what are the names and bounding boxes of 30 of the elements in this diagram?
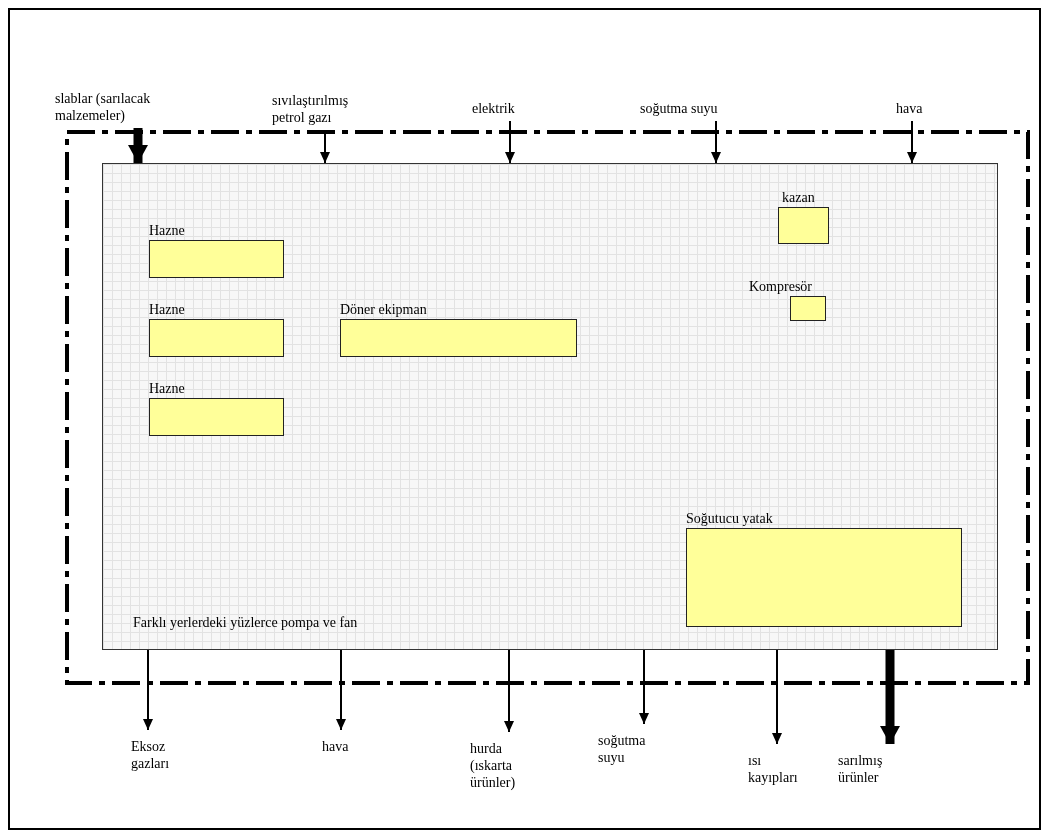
flow-label: sıvılaştırılmış petrol gazı — [272, 92, 382, 126]
plant-area — [102, 163, 998, 650]
arrow — [639, 649, 649, 725]
rotary-equipment-label: Döner ekipman — [340, 302, 427, 318]
arrow — [711, 120, 721, 164]
flow-label: sarılmış ürünler — [838, 752, 918, 786]
flow-label: hava — [896, 100, 936, 117]
arrow — [907, 120, 917, 164]
plant-caption: Farklı yerlerdeki yüzlerce pompa ve fan — [133, 615, 358, 631]
cooling-bed-label: Soğutucu yatak — [686, 511, 773, 527]
arrow — [504, 649, 514, 733]
tank-label: Hazne — [149, 381, 185, 397]
tank-label: Hazne — [149, 302, 185, 318]
arrow — [128, 128, 148, 163]
flow-label: hurda (ıskarta ürünler) — [470, 740, 536, 791]
arrow — [143, 649, 153, 731]
flow-label: soğutma suyu — [598, 732, 660, 766]
flow-label: hava — [322, 738, 372, 755]
flow-label: Eksoz gazları — [131, 738, 201, 772]
boiler-label: kazan — [782, 190, 815, 206]
flow-label: ısı kayıpları — [748, 752, 810, 786]
arrow — [336, 649, 346, 731]
compressor-label: Kompresör — [749, 279, 812, 295]
flow-label: slablar (sarılacak malzemeler) — [55, 90, 185, 124]
arrow — [505, 120, 515, 164]
tank-label: Hazne — [149, 223, 185, 239]
arrow — [880, 650, 900, 744]
arrow — [772, 649, 782, 745]
flow-label: soğutma suyu — [640, 100, 760, 117]
flow-label: elektrik — [472, 100, 552, 117]
